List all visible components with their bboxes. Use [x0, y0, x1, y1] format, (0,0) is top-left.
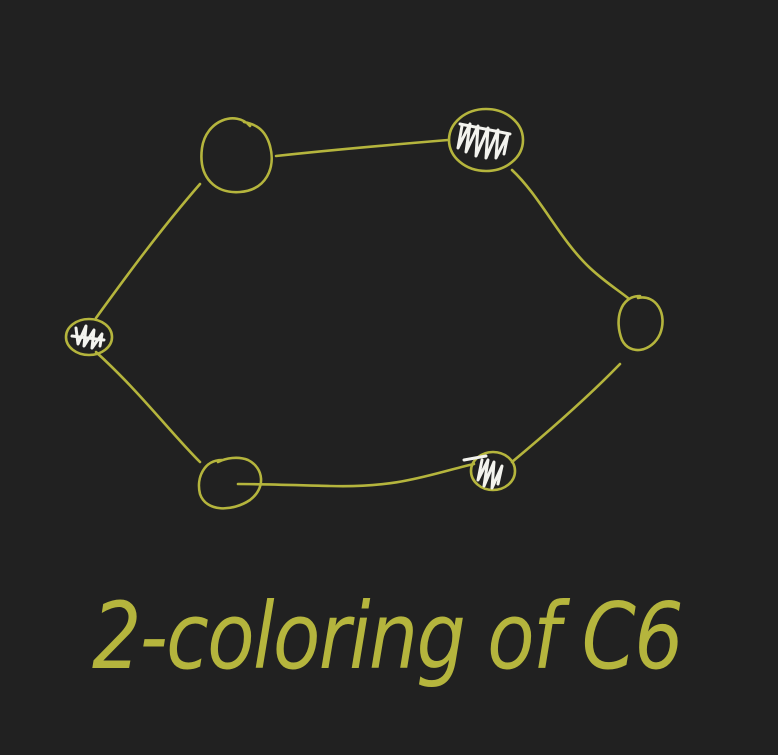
- node-top-left: [200, 117, 273, 194]
- node-bottom-left: [197, 456, 263, 510]
- edge-right-bottom-right: [510, 362, 622, 464]
- graph-edges: [94, 138, 630, 488]
- node-right: [617, 294, 664, 352]
- node-left-scribble: [70, 324, 106, 350]
- edge-top-right-right: [510, 168, 630, 300]
- edge-left-top-left: [94, 182, 202, 320]
- node-top-right-scribble: [456, 122, 512, 160]
- node-bottom-right: [462, 450, 517, 492]
- edge-bottom-left-left: [94, 350, 202, 464]
- node-bottom-right-scribble: [462, 454, 504, 490]
- node-top-right: [447, 107, 525, 173]
- node-left: [64, 317, 114, 357]
- edge-top-left-top-right: [274, 138, 450, 158]
- caption-text: 2-coloring of C6: [92, 583, 682, 690]
- graph-nodes: [64, 107, 664, 510]
- edge-bottom-right-bottom-left: [236, 462, 476, 488]
